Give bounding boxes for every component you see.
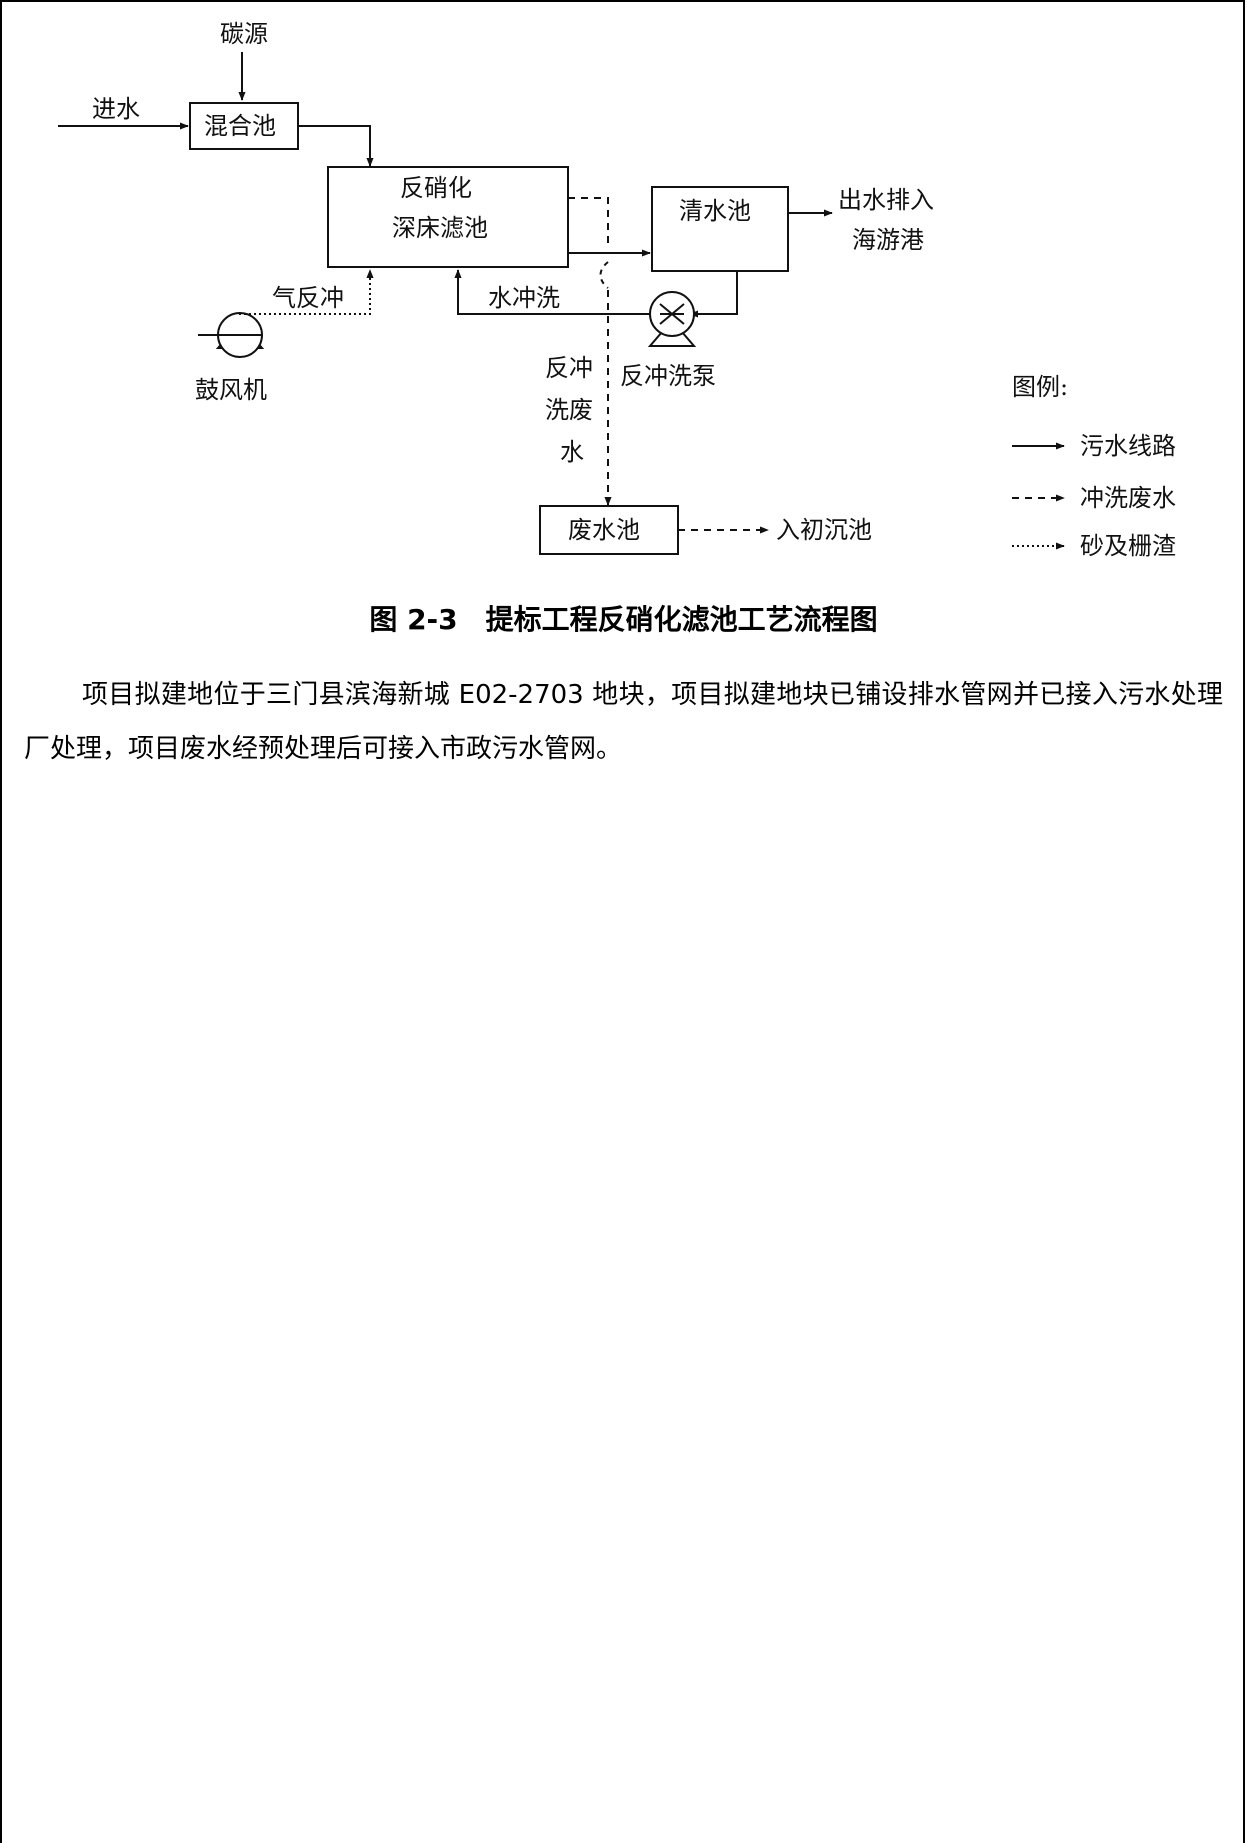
clear-tank-to-pump-arrow: [689, 271, 738, 318]
backwash-waste-label-line3: 水: [560, 438, 584, 466]
water-backwash-arrow: [454, 269, 650, 315]
backwash-waste-label-line1: 反冲: [545, 354, 593, 382]
backwash-pump-icon: [647, 291, 697, 347]
outflow-label-line1: 出水排入: [838, 186, 934, 214]
water-backwash-label: 水冲洗: [488, 284, 560, 312]
body-paragraph: 项目拟建地位于三门县滨海新城 E02-2703 地块，项目拟建地块已铺设排水管网…: [24, 680, 1223, 764]
legend-item-backwash-waste: 冲洗废水: [1080, 484, 1176, 512]
denitrification-label-line2: 深床滤池: [392, 214, 488, 242]
carbon-source-label: 碳源: [220, 20, 268, 48]
air-backwash-arrow: [239, 269, 374, 315]
backwash-waste-label-line2: 洗废: [545, 396, 593, 424]
denitrification-filter-box: [327, 166, 569, 268]
outflow-label-line2: 海游港: [852, 226, 924, 254]
clear-water-tank-label: 清水池: [679, 197, 751, 225]
legend-title: 图例:: [1012, 373, 1068, 401]
mixing-to-filter-arrow: [298, 125, 374, 167]
blower-label: 鼓风机: [195, 376, 267, 404]
legend-item-grit-screenings: 砂及栅渣: [1080, 532, 1176, 560]
backwash-waste-crossover: [599, 261, 609, 289]
figure-caption: 图 2-3 提标工程反硝化滤池工艺流程图: [369, 603, 878, 636]
backwash-waste-line-top: [568, 197, 609, 245]
denitrification-label-line1: 反硝化: [400, 174, 472, 202]
mixing-tank-label: 混合池: [204, 112, 276, 140]
inflow-label: 进水: [92, 95, 140, 123]
air-backwash-label: 气反冲: [272, 284, 344, 312]
waste-water-tank-label: 废水池: [568, 516, 640, 544]
legend: 图例: 污水线路 冲洗废水 砂及栅渣: [1012, 373, 1176, 560]
legend-item-sewage: 污水线路: [1080, 432, 1176, 460]
clear-water-tank-box: [651, 186, 789, 272]
mixing-tank-box: [189, 102, 299, 150]
process-flow-diagram: 碳源 进水 混合池 反硝化 深床滤池 清水池 出水排入 海游港 反冲 洗废 水 …: [58, 20, 1176, 560]
to-primary-settling-label: 入初沉池: [776, 516, 872, 544]
backwash-pump-label: 反冲洗泵: [620, 362, 716, 390]
blower-icon: [198, 312, 265, 358]
